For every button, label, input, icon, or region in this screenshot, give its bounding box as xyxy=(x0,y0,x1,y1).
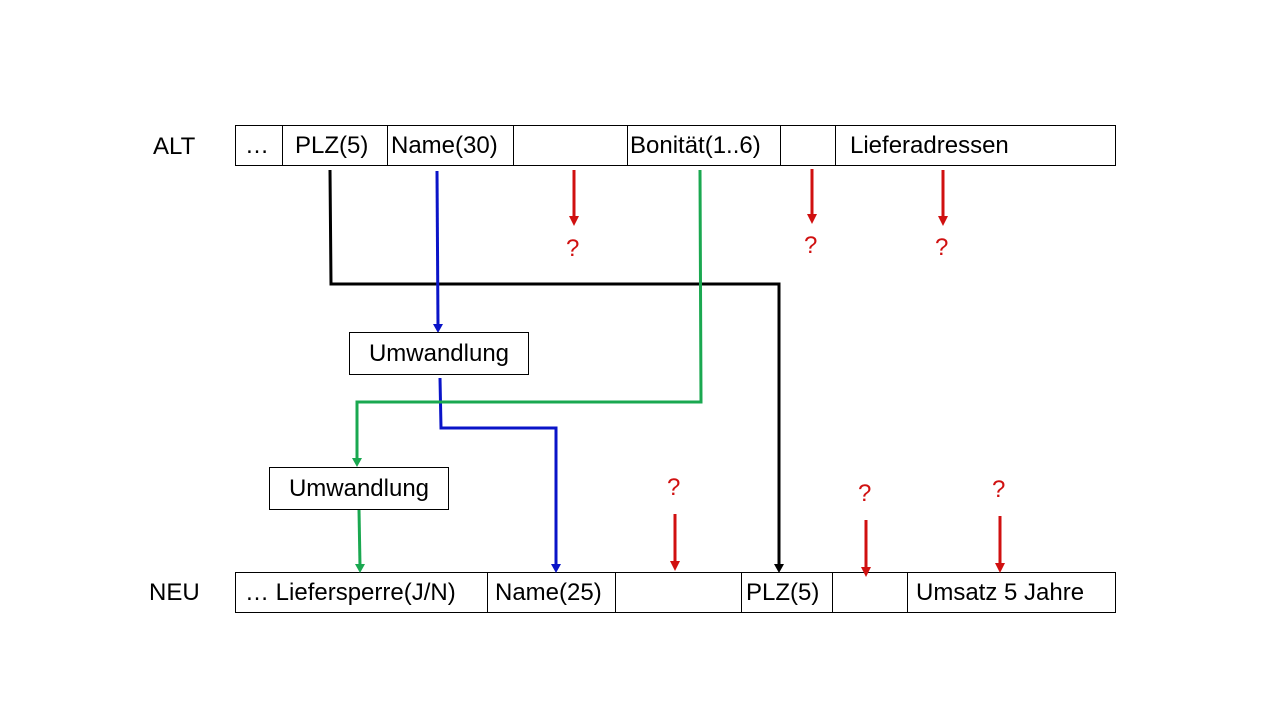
unknown-arrowhead-neu-3 xyxy=(995,563,1005,573)
unknown-marker-neu-1: ? xyxy=(667,474,681,501)
alt-label: ALT xyxy=(153,133,196,160)
bonitaet-mapping-arrowhead-1 xyxy=(352,458,362,467)
alt-record: … PLZ(5) Name(30) Bonität(1..6) Lieferad… xyxy=(235,125,1116,166)
neu-field-umsatz: Umsatz 5 Jahre xyxy=(916,578,1085,606)
name-mapping-arrowhead-2 xyxy=(551,564,561,573)
neu-field-empty-2 xyxy=(833,573,908,612)
bonitaet-mapping-line-1 xyxy=(355,169,703,460)
plz-mapping-line xyxy=(328,169,781,566)
name-mapping-line-1 xyxy=(435,170,440,327)
name-mapping-arrowhead-1 xyxy=(433,324,443,333)
unknown-marker-alt-3: ? xyxy=(935,234,949,261)
neu-field-liefersperre: … Liefersperre(J/N) xyxy=(236,573,488,612)
neu-label: NEU xyxy=(149,579,200,606)
alt-field-bonitaet: Bonität(1..6) xyxy=(628,126,781,165)
alt-field-lieferadressen: Lieferadressen xyxy=(850,131,1009,159)
bonitaet-mapping-arrowhead-2 xyxy=(355,564,365,573)
transform-box-name: Umwandlung xyxy=(349,332,529,375)
unknown-marker-alt-2: ? xyxy=(804,232,818,259)
neu-field-empty-1 xyxy=(616,573,742,612)
unknown-marker-neu-3: ? xyxy=(992,476,1006,503)
neu-field-name: Name(25) xyxy=(488,573,616,612)
alt-field-empty-1 xyxy=(514,126,628,165)
alt-field-name: Name(30) xyxy=(388,126,514,165)
unknown-arrowhead-alt-2 xyxy=(807,214,817,224)
alt-field-empty-2 xyxy=(781,126,836,165)
unknown-arrowhead-alt-1 xyxy=(569,216,579,226)
name-mapping-line-2 xyxy=(438,377,558,566)
plz-mapping-arrowhead xyxy=(774,564,784,573)
bonitaet-mapping-line-2 xyxy=(357,509,362,567)
unknown-arrowhead-neu-1 xyxy=(670,561,680,571)
unknown-marker-alt-1: ? xyxy=(566,235,580,262)
alt-field-plz: PLZ(5) xyxy=(283,126,388,165)
unknown-arrowhead-alt-3 xyxy=(938,216,948,226)
transform-box-bonitaet: Umwandlung xyxy=(269,467,449,510)
unknown-arrowhead-neu-2 xyxy=(861,567,871,577)
neu-field-plz: PLZ(5) xyxy=(742,573,833,612)
alt-field-ellipsis: … xyxy=(236,126,283,165)
unknown-marker-neu-2: ? xyxy=(858,480,872,507)
neu-record: … Liefersperre(J/N) Name(25) PLZ(5) Umsa… xyxy=(235,572,1116,613)
